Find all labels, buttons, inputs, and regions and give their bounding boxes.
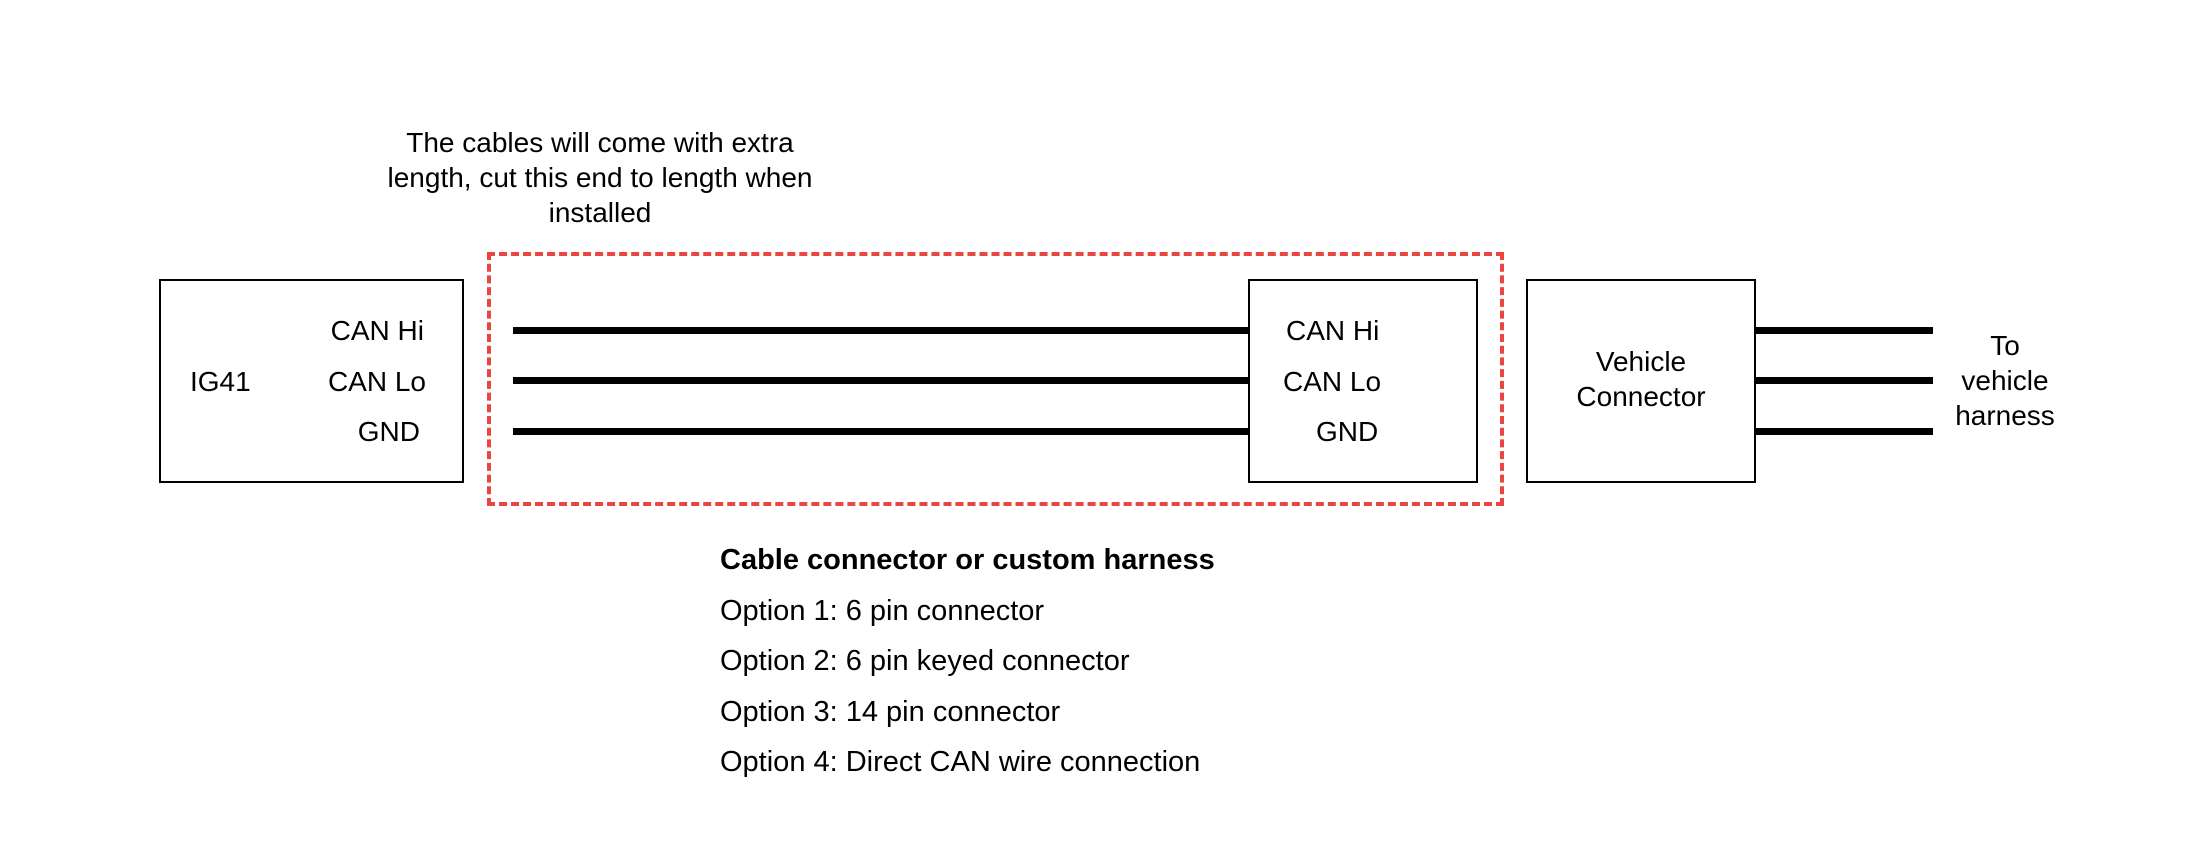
harness-wire-2 xyxy=(1754,377,1933,384)
wire-gnd xyxy=(513,428,1248,435)
ig41-label: IG41 xyxy=(190,366,251,397)
cable-end-connector-box: CAN Hi CAN Lo GND xyxy=(1248,279,1478,483)
cable-end-pin-gnd: GND xyxy=(1316,416,1379,447)
cable-end-pin-can-lo: CAN Lo xyxy=(1283,366,1382,397)
connector-options: Cable connector or custom harness Option… xyxy=(720,540,1420,782)
wire-can-hi xyxy=(513,327,1248,334)
option-item: Option 3: 14 pin connector xyxy=(720,695,1061,728)
option-item: Option 2: 6 pin keyed connector xyxy=(720,645,1130,677)
harness-wire-1 xyxy=(1754,327,1933,334)
vehicle-connector-label: Vehicle Connector xyxy=(1576,346,1706,412)
cable-length-note: The cables will come with extra length, … xyxy=(387,127,813,228)
ig41-pin-gnd: GND xyxy=(357,416,420,447)
ig41-pin-can-hi: CAN Hi xyxy=(330,315,424,346)
option-item: Option 1: 6 pin connector xyxy=(720,594,1045,627)
option-item: Option 4: Direct CAN wire connection xyxy=(720,746,1201,778)
options-title: Cable connector or custom harness xyxy=(720,544,1215,576)
cable-end-pin-can-hi: CAN Hi xyxy=(1286,315,1380,346)
harness-wire-3 xyxy=(1754,428,1933,435)
custom-harness-region xyxy=(487,252,1504,506)
wire-can-lo xyxy=(513,377,1248,384)
ig41-box: IG41 CAN Hi CAN Lo GND xyxy=(159,279,464,483)
vehicle-connector-box: Vehicle Connector xyxy=(1526,279,1756,483)
to-vehicle-harness-label: To vehicle harness xyxy=(1955,330,2055,431)
ig41-pin-can-lo: CAN Lo xyxy=(327,366,426,397)
